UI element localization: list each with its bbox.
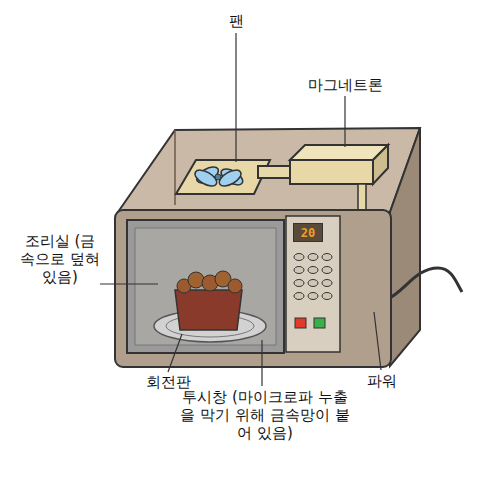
buttons: [294, 254, 332, 329]
viewing-window: [127, 220, 284, 353]
body-side: [390, 128, 420, 366]
leader-line: [261, 340, 262, 386]
button: [308, 280, 318, 287]
leader-line: [168, 334, 182, 372]
fan-hub: [215, 174, 221, 180]
leader-line: [100, 283, 158, 284]
food-piece: [228, 279, 242, 293]
start-button: [314, 318, 325, 328]
display-digits: 20: [301, 226, 315, 240]
leader-line: [344, 96, 345, 147]
button: [294, 293, 304, 300]
food: [177, 271, 242, 293]
fan-blades: [192, 164, 245, 190]
button: [308, 267, 318, 274]
food-piece: [188, 272, 204, 288]
part-label: 팬: [216, 12, 256, 30]
button: [322, 254, 332, 261]
chamber-back: [135, 228, 276, 345]
body-top: [118, 128, 420, 212]
magnetron-top: [290, 145, 388, 160]
fan-box: [176, 160, 270, 194]
part-label: 마그네트론: [290, 76, 400, 94]
stop-button: [295, 318, 306, 328]
button: [294, 280, 304, 287]
magnetron-side: [373, 145, 388, 184]
button: [294, 254, 304, 261]
food-container: [175, 290, 242, 330]
display-screen: 20: [293, 223, 323, 242]
button: [294, 267, 304, 274]
button: [322, 293, 332, 300]
body-front: [115, 210, 391, 367]
waveguide: [258, 166, 292, 178]
leader-line: [235, 33, 236, 162]
part-label: 조리실 (금속으로 덮혀 있음): [18, 232, 102, 286]
button: [322, 280, 332, 287]
magnetron-front: [290, 160, 373, 184]
control-panel: [286, 216, 340, 352]
power-cord: [386, 268, 462, 300]
button: [308, 254, 318, 261]
part-label: 투시창 (마이크로파 누출을 막기 위해 금속망이 붙어 있음): [176, 388, 354, 442]
part-label: 파워: [360, 372, 404, 390]
button: [308, 293, 318, 300]
leader-line: [374, 312, 381, 370]
button: [322, 267, 332, 274]
